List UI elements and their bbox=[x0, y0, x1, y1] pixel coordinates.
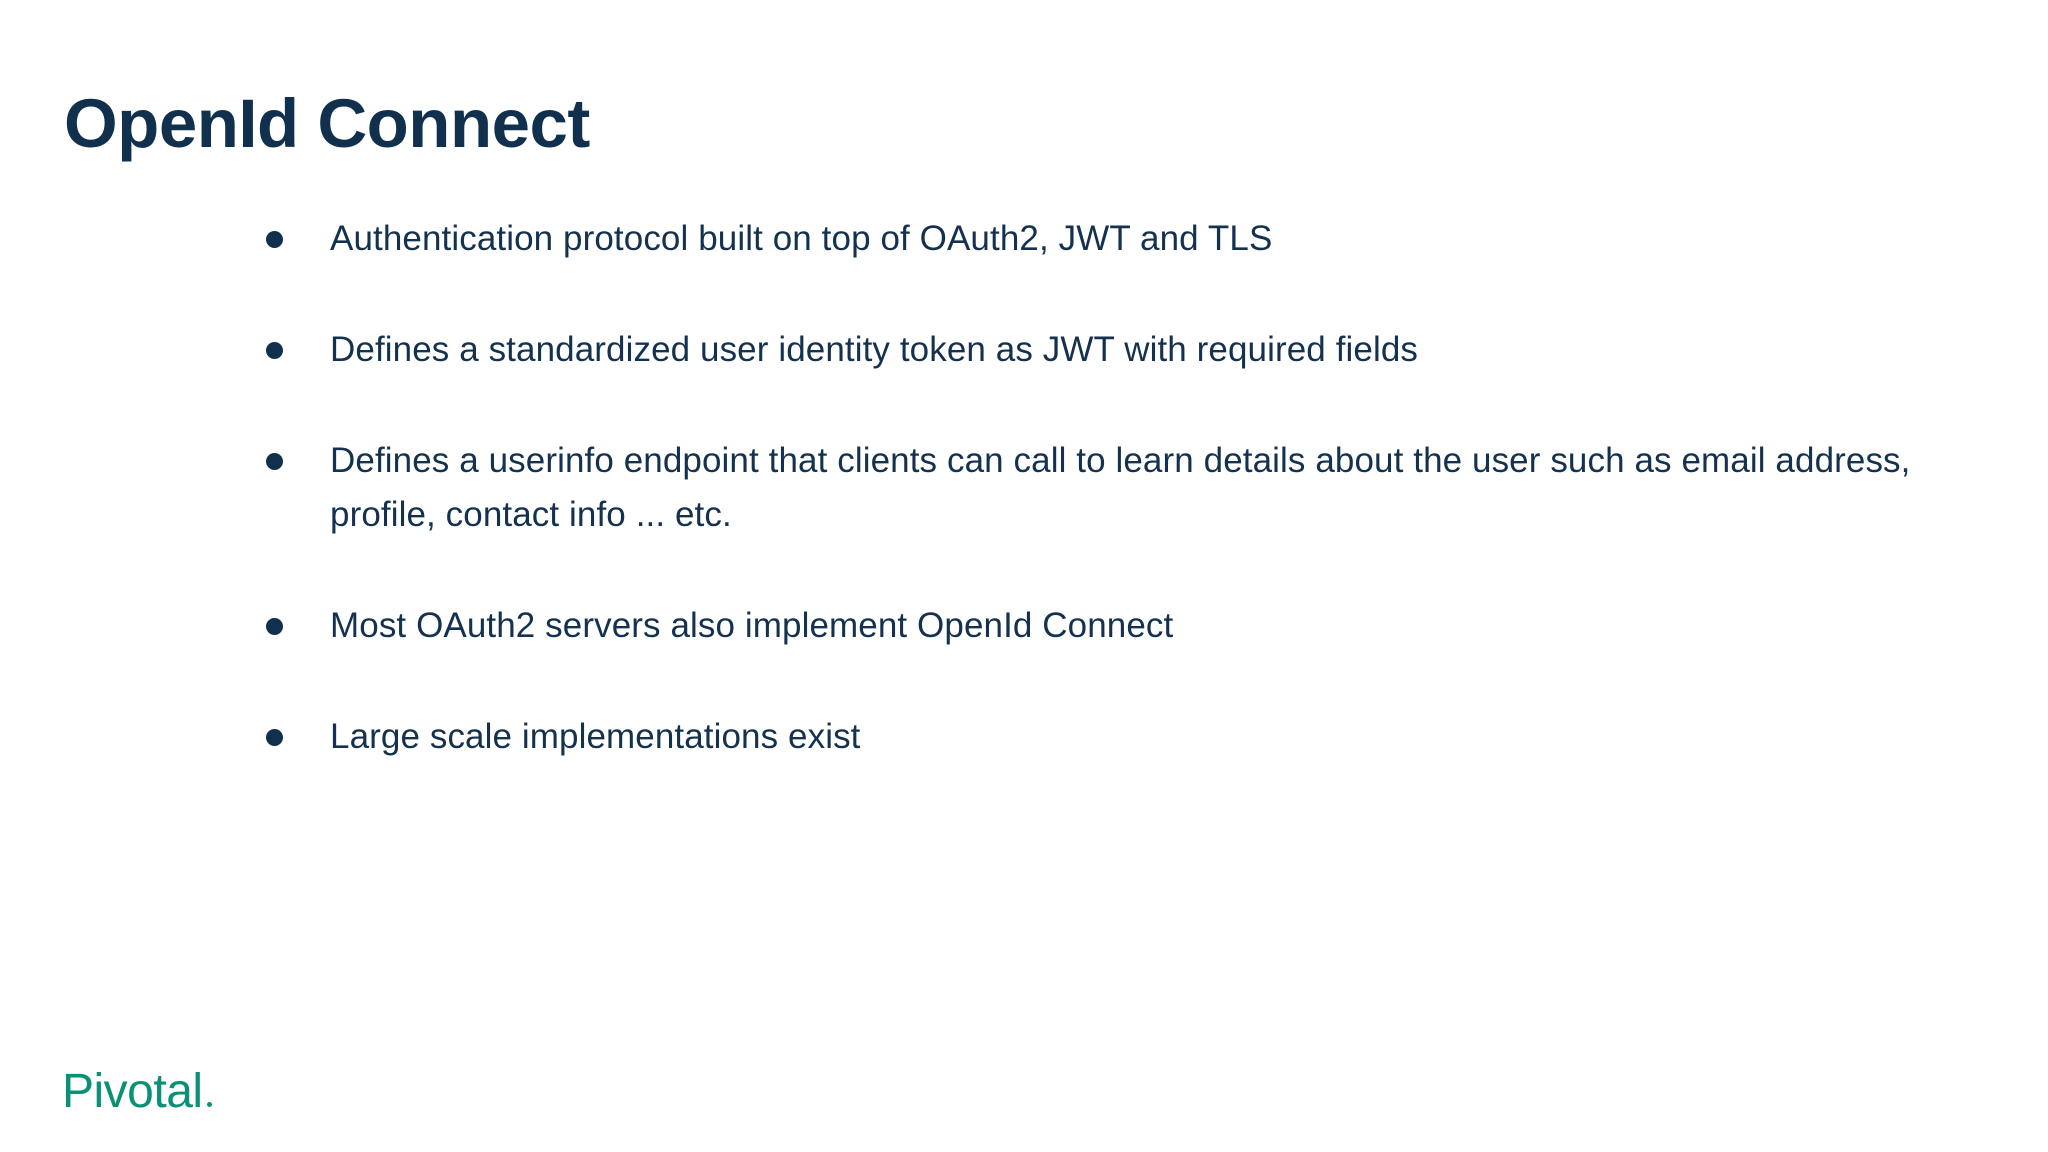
list-item: Authentication protocol built on top of … bbox=[258, 212, 1998, 265]
page-title: OpenId Connect bbox=[64, 85, 590, 163]
list-item-label: Authentication protocol built on top of … bbox=[330, 219, 1273, 258]
list-item: Large scale implementations exist bbox=[258, 710, 1998, 763]
bullet-point-icon bbox=[266, 453, 283, 471]
list-item: Most OAuth2 servers also implement OpenI… bbox=[258, 599, 1998, 652]
bullet-list: Authentication protocol built on top of … bbox=[258, 212, 1998, 763]
logo-registered-dot-icon bbox=[206, 1102, 212, 1107]
list-item-label: Most OAuth2 servers also implement OpenI… bbox=[330, 605, 1174, 645]
logo-wordmark: Pivotal bbox=[62, 1065, 203, 1118]
bullet-point-icon bbox=[266, 342, 283, 360]
pivotal-logo: Pivotal bbox=[62, 1068, 212, 1116]
list-item-label: Defines a standardized user identity tok… bbox=[330, 330, 1419, 370]
bullet-point-icon bbox=[266, 617, 283, 635]
list-item-label: Defines a userinfo endpoint that clients… bbox=[330, 441, 1911, 534]
list-item: Defines a userinfo endpoint that clients… bbox=[258, 434, 1998, 540]
bullet-point-icon bbox=[266, 728, 283, 746]
list-item: Defines a standardized user identity tok… bbox=[258, 323, 1998, 376]
list-item-label: Large scale implementations exist bbox=[330, 716, 861, 756]
bullet-point-icon bbox=[266, 231, 283, 248]
